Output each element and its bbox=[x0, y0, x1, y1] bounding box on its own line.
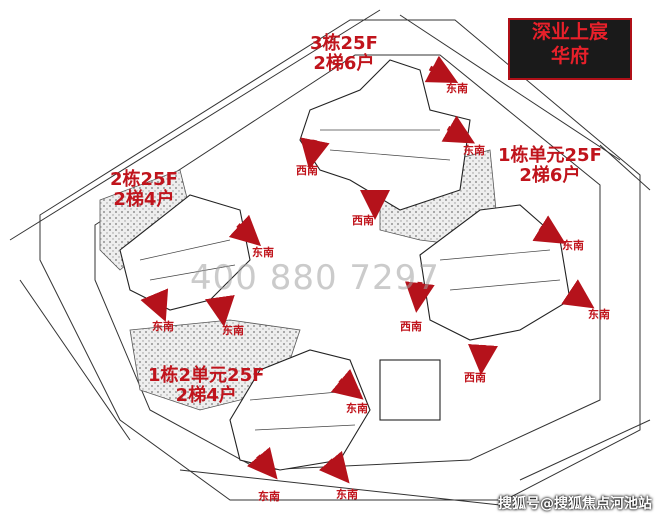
orientation-se: 东南 bbox=[222, 324, 244, 337]
building-1-unit-floors: 1栋单元25F bbox=[498, 145, 602, 166]
building-3-floors: 3栋25F bbox=[310, 33, 378, 54]
orientation-arrows bbox=[140, 55, 595, 484]
building-1-unit-units: 2梯6户 bbox=[519, 165, 581, 186]
orientation-se: 东南 bbox=[588, 308, 610, 321]
orientation-se: 东南 bbox=[258, 490, 280, 503]
orientation-se: 东南 bbox=[252, 246, 274, 259]
project-title-line2: 华府 bbox=[550, 45, 589, 67]
building-3-label: 3栋25F 2梯6户 bbox=[310, 34, 378, 74]
orientation-sw: 西南 bbox=[352, 214, 374, 227]
small-block bbox=[379, 359, 441, 421]
building-3-units: 2梯6户 bbox=[313, 53, 375, 74]
orientation-se: 东南 bbox=[562, 239, 584, 252]
orientation-se: 东南 bbox=[446, 82, 468, 95]
building-3 bbox=[299, 59, 471, 211]
orientation-se: 东南 bbox=[336, 488, 358, 501]
building-2-floors: 2栋25F bbox=[110, 169, 178, 190]
orientation-se: 东南 bbox=[152, 320, 174, 333]
orientation-se: 东南 bbox=[463, 144, 485, 157]
orientation-se: 东南 bbox=[346, 402, 368, 415]
orientation-sw: 西南 bbox=[400, 320, 422, 333]
source-watermark: 搜狐号@搜狐焦点河池站 bbox=[498, 496, 652, 512]
building-2 bbox=[119, 194, 251, 311]
building-2-label: 2栋25F 2梯4户 bbox=[110, 170, 178, 210]
orientation-sw: 西南 bbox=[296, 164, 318, 177]
building-2-units: 2梯4户 bbox=[113, 189, 175, 210]
building-1-unit2-units: 2梯4户 bbox=[175, 385, 237, 406]
project-title-line1: 深业上宸 bbox=[531, 21, 608, 43]
building-1-unit-label: 1栋单元25F 2梯6户 bbox=[498, 146, 602, 186]
project-title-box: 深业上宸 华府 bbox=[508, 18, 632, 80]
site-boundary bbox=[39, 19, 641, 501]
orientation-sw: 西南 bbox=[464, 371, 486, 384]
building-1-unit2-floors: 1栋2单元25F bbox=[148, 365, 265, 386]
phone-watermark: 400 880 7297 bbox=[190, 258, 440, 298]
inner-boundary bbox=[94, 54, 601, 471]
building-1-unit2-label: 1栋2单元25F 2梯4户 bbox=[148, 366, 264, 406]
